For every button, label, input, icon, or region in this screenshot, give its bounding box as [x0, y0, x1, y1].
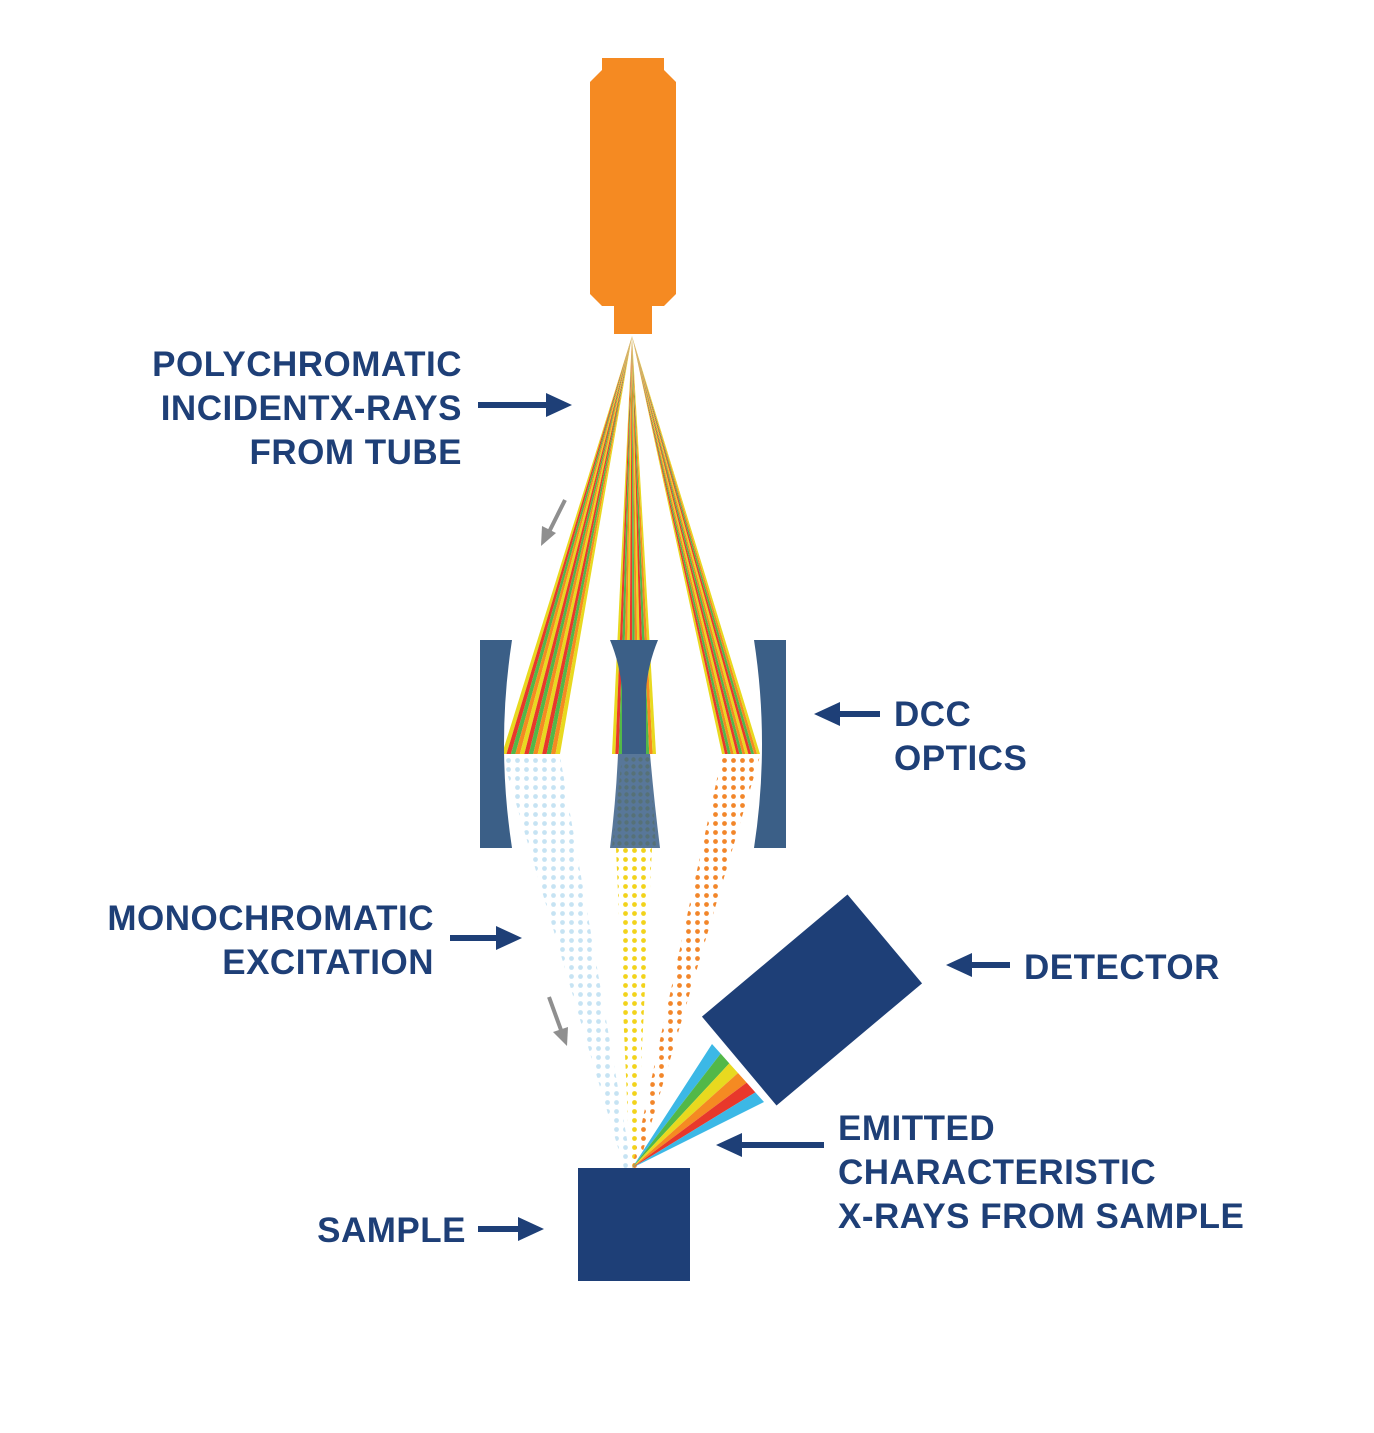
poly-beam-right-stripe: [632, 336, 731, 754]
poly-beam-left-stripe: [546, 336, 632, 754]
poly-beam-right-stripe: [632, 336, 760, 754]
mono-arrow-shaft: [450, 935, 498, 941]
dcc-crystal-right: [754, 640, 786, 848]
poly-beam-right-stripe: [632, 336, 752, 754]
poly-beam-right-stripe: [632, 336, 734, 754]
poly-beam-left-stripe: [551, 336, 632, 754]
mono-arrow-head: [496, 926, 522, 950]
flow-arrow-lower: [547, 996, 563, 1031]
detector-icon: [701, 894, 923, 1106]
flow-arrows: [541, 499, 568, 1046]
x-ray-tube-icon: [590, 58, 676, 334]
poly-beam-left-stripe: [502, 336, 632, 754]
sample-arrow-shaft: [478, 1226, 520, 1232]
dcc-arrow-shaft: [838, 711, 880, 717]
poly-arrow-shaft: [478, 402, 548, 408]
polychromatic-label-line3: FROM TUBE: [249, 433, 462, 472]
emitted-beam-stripe: [632, 1044, 721, 1168]
flow-arrow-lower-head: [553, 1027, 568, 1046]
poly-beam-left-stripe: [515, 336, 632, 754]
flow-arrow-upper: [547, 499, 567, 533]
sample-label: SAMPLE: [317, 1211, 466, 1250]
emitted-label-line1: EMITTED: [838, 1109, 995, 1148]
flow-arrow-upper-head: [541, 526, 556, 546]
label-arrows: [450, 393, 1010, 1241]
emitted-arrow-head: [716, 1133, 742, 1157]
dcc-crystal-left: [480, 640, 512, 848]
polychromatic-label-line1: POLYCHROMATIC: [152, 345, 462, 384]
poly-beam-center-stripe: [618, 336, 632, 754]
poly-beam-left-stripe: [555, 336, 632, 754]
poly-beam-center-stripe: [625, 336, 632, 754]
poly-beam-center-stripe: [615, 336, 632, 754]
emitted-beam-stripe: [632, 1092, 764, 1168]
poly-beam-right-stripe: [632, 336, 749, 754]
emitted-beams: [632, 1044, 764, 1168]
poly-beam-center-stripe: [632, 336, 650, 754]
emitted-label-line3: X-RAYS FROM SAMPLE: [838, 1197, 1244, 1236]
emitted-beam-stripe: [632, 1082, 756, 1168]
sample-block-icon: [578, 1168, 690, 1281]
detector-label-line1: DETECTOR: [1024, 948, 1220, 987]
sample-arrow-head: [518, 1217, 544, 1241]
poly-beam-left-stripe: [528, 336, 632, 754]
detector-label: DETECTOR: [1024, 948, 1220, 987]
emitted-beam-stripe: [632, 1063, 738, 1168]
monochromatic-label: MONOCHROMATIC EXCITATION: [107, 899, 434, 982]
polychromatic-label: POLYCHROMATIC INCIDENTX-RAYS FROM TUBE: [152, 345, 462, 472]
sample-label-line1: SAMPLE: [317, 1211, 466, 1250]
dcc-optics-label: DCC OPTICS: [894, 695, 1027, 778]
dcc-arrow-head: [814, 702, 840, 726]
emitted-label: EMITTED CHARACTERISTIC X-RAYS FROM SAMPL…: [838, 1109, 1244, 1236]
detector-arrow-shaft: [970, 962, 1010, 968]
dcc-crystal-icon: [480, 640, 786, 848]
polychromatic-label-line2: INCIDENTX-RAYS: [161, 389, 462, 428]
mono-beam-center: [616, 848, 652, 1168]
poly-beam-right-stripe: [632, 336, 728, 754]
poly-beam-left-stripe: [537, 336, 632, 754]
dcc-crystal-center-lower: [610, 754, 660, 848]
detector-arrow-head: [946, 953, 972, 977]
poly-beam-left-stripe: [519, 336, 632, 754]
dcc-crystal-center: [610, 640, 658, 754]
emitted-label-line2: CHARACTERISTIC: [838, 1153, 1156, 1192]
poly-beam-left-stripe: [524, 336, 632, 754]
poly-beam-left-stripe: [506, 336, 632, 754]
emitted-beam-stripe: [632, 1053, 730, 1168]
mono-beam-left: [502, 756, 632, 1168]
poly-arrow-head: [546, 393, 572, 417]
emitted-arrow-shaft: [740, 1142, 824, 1148]
mono-beam-right: [632, 756, 760, 1168]
poly-beam-left-stripe: [533, 336, 632, 754]
poly-beam-left-stripe: [510, 336, 632, 754]
emitted-beam-stripe: [632, 1073, 747, 1168]
poly-beam-left-stripe: [542, 336, 632, 754]
poly-beam-right-stripe: [632, 336, 755, 754]
monochromatic-label-line2: EXCITATION: [222, 943, 434, 982]
dcc-optics-label-line2: OPTICS: [894, 739, 1027, 778]
monochromatic-label-line1: MONOCHROMATIC: [107, 899, 434, 938]
dcc-optics-label-line1: DCC: [894, 695, 971, 734]
